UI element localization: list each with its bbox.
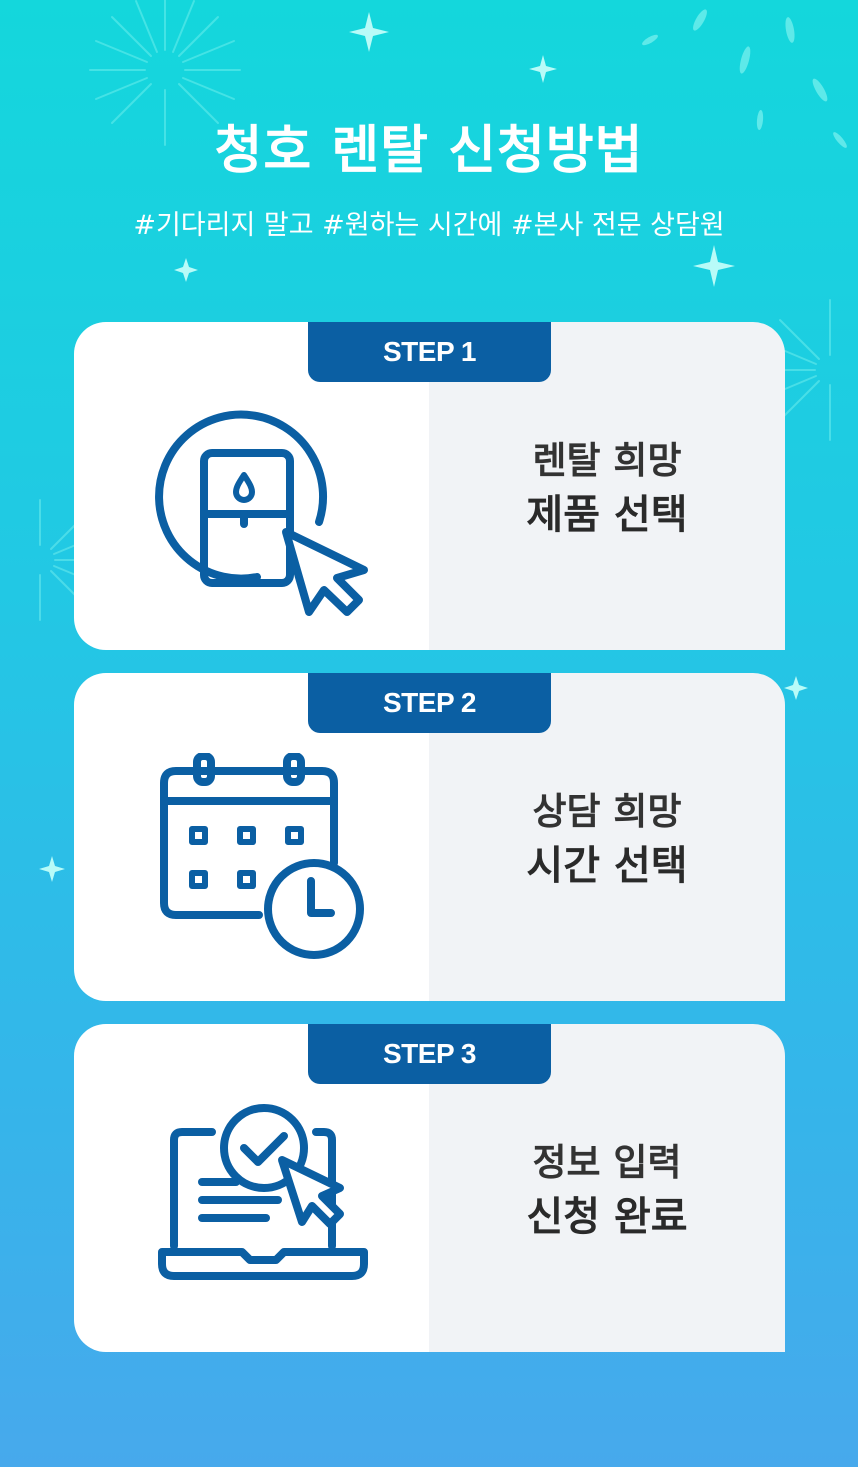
water-purifier-click-icon xyxy=(155,410,368,616)
page-subtitle: #기다리지 말고 #원하는 시간에 #본사 전문 상담원 xyxy=(133,210,725,241)
step-label: 렌탈 희망 제품 선택 xyxy=(429,434,785,542)
page-title: 청호 렌탈 신청방법 xyxy=(214,121,644,181)
step-badge: STEP 2 xyxy=(308,673,551,733)
step-card-3: STEP 3 정보 입력 신청 완료 xyxy=(74,1024,785,1352)
laptop-check-click-icon xyxy=(158,1104,368,1280)
step-card-1: STEP 1 렌탈 희망 제품 선택 xyxy=(74,322,785,650)
step-label-line1: 정보 입력 xyxy=(532,1141,682,1184)
step-label: 상담 희망 시간 선택 xyxy=(429,785,785,893)
step-label-line1: 렌탈 희망 xyxy=(532,439,682,482)
step-label-line2: 시간 선택 xyxy=(526,843,688,889)
step-label-line2: 제품 선택 xyxy=(526,492,688,538)
calendar-clock-icon xyxy=(160,753,364,959)
step-label-line2: 신청 완료 xyxy=(526,1194,688,1240)
step-label-line1: 상담 희망 xyxy=(532,790,682,833)
step-card-2: STEP 2 상담 희망 시간 선택 xyxy=(74,673,785,1001)
step-badge: STEP 3 xyxy=(308,1024,551,1084)
step-badge: STEP 1 xyxy=(308,322,551,382)
step-label: 정보 입력 신청 완료 xyxy=(429,1136,785,1244)
